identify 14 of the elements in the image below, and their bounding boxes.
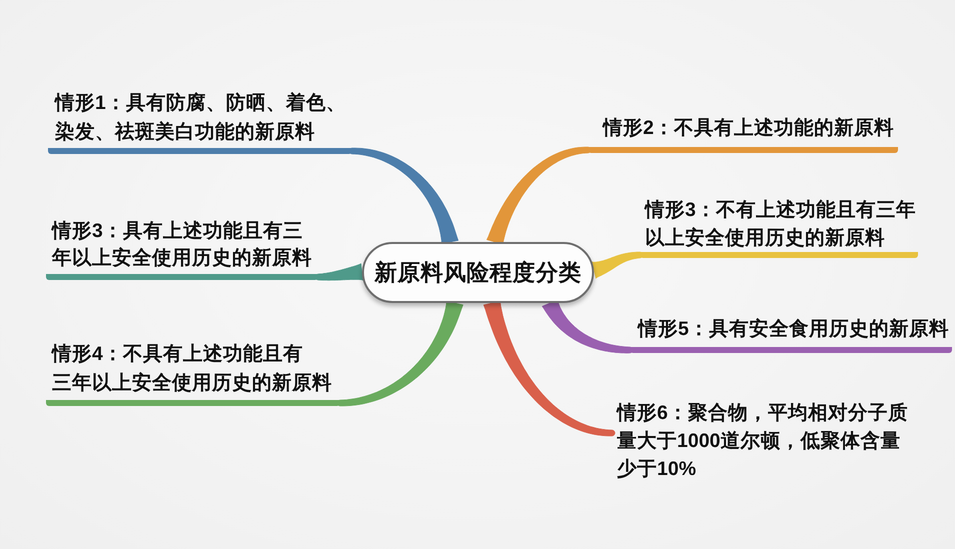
branch-topic: 情形3：具有上述功能且有三年以上安全使用历史的新原料 [46,218,318,280]
branch-topic: 情形3：不有上述功能且有三年以上安全使用历史的新原料 [640,196,918,258]
branch-topic: 情形6：聚合物，平均相对分子质量大于1000道尔顿，低聚体含量少于10% [612,399,912,483]
branch-connector [592,252,644,279]
branch-connector [486,146,592,245]
branch-connector [483,300,616,436]
branch-connector [314,263,364,281]
branch-topic: 情形1：具有防腐、防晒、着色、染发、祛斑美白功能的新原料 [48,89,352,154]
central-topic: 新原料风险程度分类 [362,242,594,303]
branch-topic: 情形4：不具有上述功能且有三年以上安全使用历史的新原料 [46,340,340,406]
branch-connector [348,148,459,244]
branch-connector [336,300,464,406]
branch-topic: 情形2：不具有上述功能的新原料 [588,114,898,153]
branch-topic: 情形5：具有安全食用历史的新原料 [630,315,952,353]
